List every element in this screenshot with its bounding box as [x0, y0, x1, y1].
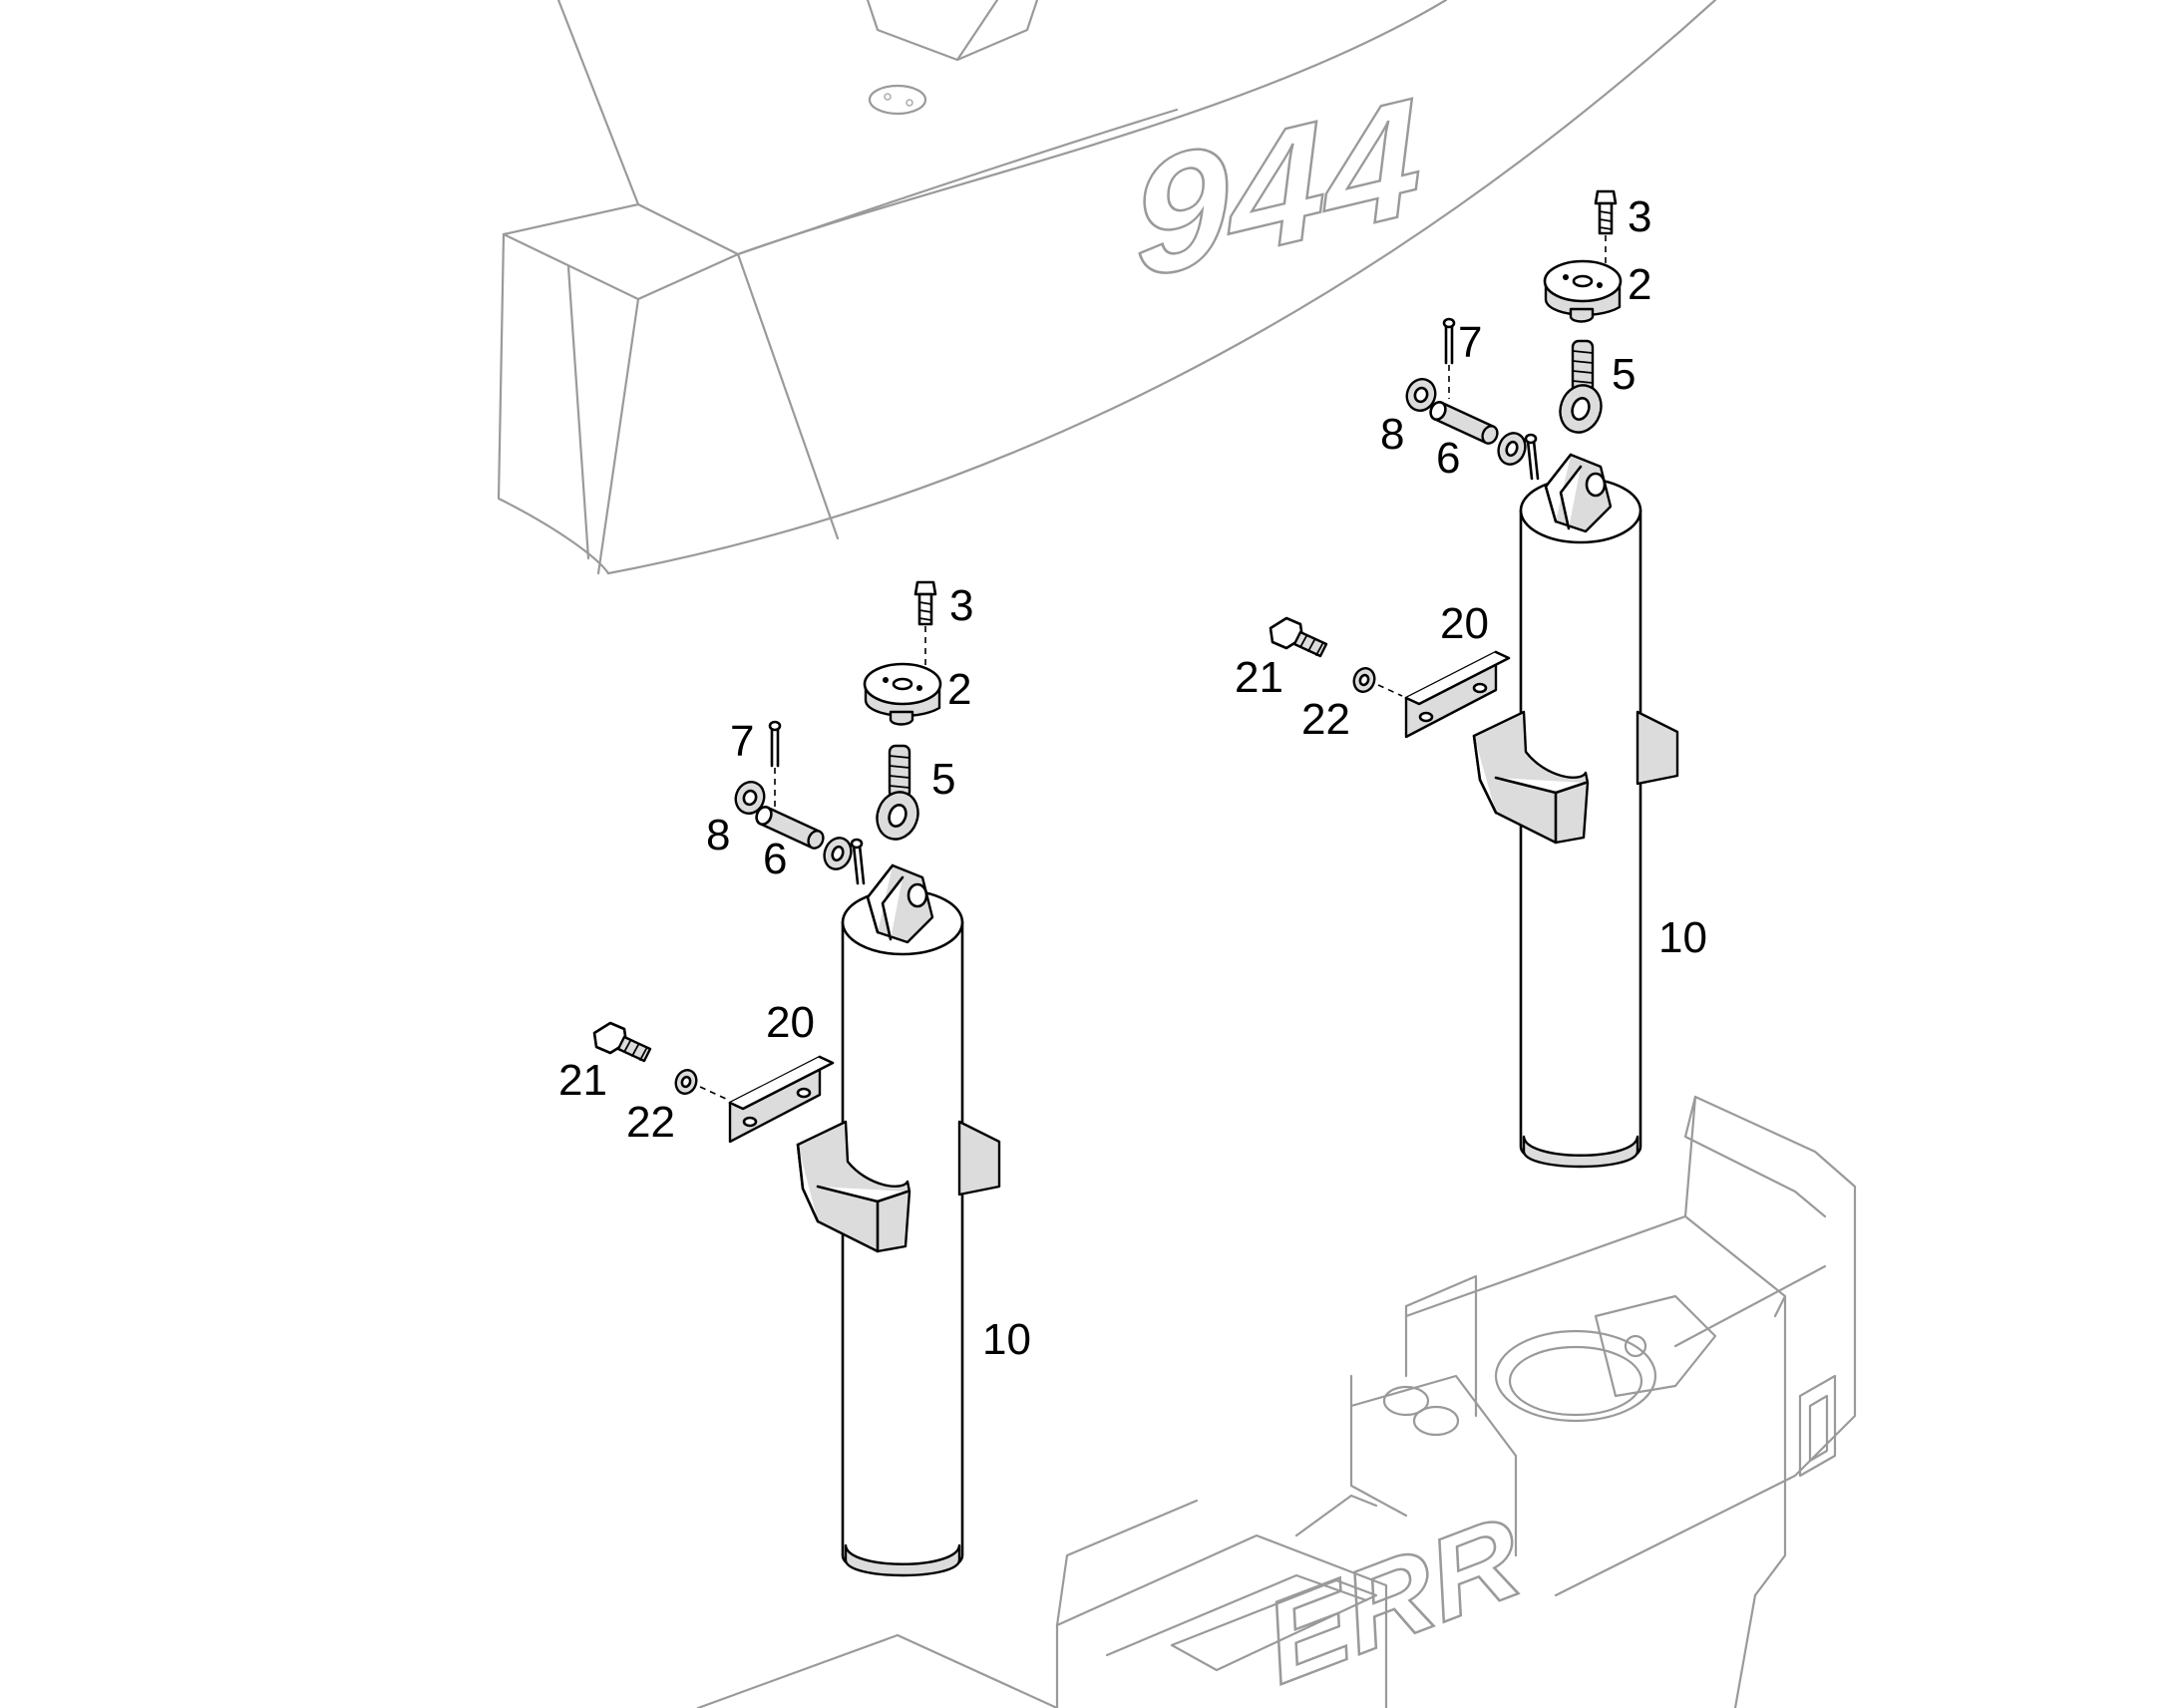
left-washer-8: [734, 781, 766, 815]
right-callout-21: 21: [1235, 653, 1283, 702]
left-callout-8: 8: [706, 811, 730, 859]
left-split-pin-7b: [850, 838, 866, 885]
left-callout-2: 2: [947, 665, 971, 714]
left-screw-21: [592, 1021, 652, 1063]
left-hydraulic-cylinder-10: [796, 863, 1001, 1577]
right-callout-20: 20: [1440, 599, 1489, 648]
right-callout-3: 3: [1628, 192, 1651, 241]
right-callout-7: 7: [1458, 318, 1482, 367]
right-washer-8b: [1497, 432, 1527, 466]
left-washer-22: [674, 1069, 727, 1100]
left-pin-6: [755, 806, 825, 850]
left-callout-20: 20: [766, 998, 815, 1047]
right-split-pin-7: [1442, 317, 1456, 399]
right-plate-20: [1404, 650, 1511, 739]
right-callout-22: 22: [1301, 695, 1350, 744]
left-mount-disc-2: [863, 662, 942, 726]
right-callout-10: 10: [1658, 913, 1707, 962]
right-split-pin-7b: [1524, 433, 1540, 481]
right-eye-bolt-5: [1559, 339, 1603, 434]
counterweight-outline: 944: [497, 0, 1717, 575]
left-eye-bolt-5: [876, 744, 919, 841]
right-screw-21: [1269, 616, 1328, 658]
counterweight-emblem: 944: [1126, 62, 1428, 316]
left-callout-21: 21: [558, 1056, 607, 1105]
right-callout-5: 5: [1612, 350, 1635, 399]
right-pin-6: [1429, 401, 1499, 445]
left-washer-8b: [823, 837, 853, 870]
left-callout-3: 3: [949, 581, 973, 630]
right-bolt-3: [1594, 189, 1618, 267]
left-split-pin-7: [768, 720, 782, 808]
svg-text:944: 944: [1127, 63, 1427, 315]
right-cylinder-assembly: 3 2 7 5 8 6 20 21 22 10: [1235, 189, 1707, 1169]
left-callout-22: 22: [626, 1098, 675, 1147]
left-callout-5: 5: [931, 755, 955, 804]
right-mount-disc-2: [1543, 259, 1623, 323]
left-callout-10: 10: [982, 1315, 1031, 1364]
right-hydraulic-cylinder-10: [1472, 453, 1679, 1169]
right-callout-6: 6: [1436, 434, 1460, 483]
right-callout-2: 2: [1628, 260, 1651, 309]
left-callout-7: 7: [730, 717, 754, 766]
left-cylinder-assembly: 3 2 7 5 8 6 20 21 22 10: [558, 580, 1031, 1577]
left-plate-20: [728, 1055, 835, 1144]
frame-emblem: ERR: [1252, 1489, 1535, 1708]
right-washer-8: [1405, 378, 1437, 412]
right-callout-8: 8: [1380, 410, 1404, 459]
left-bolt-3: [913, 580, 937, 666]
svg-text:ERR: ERR: [1253, 1491, 1533, 1708]
right-washer-22: [1352, 667, 1403, 697]
left-callout-6: 6: [763, 835, 787, 883]
